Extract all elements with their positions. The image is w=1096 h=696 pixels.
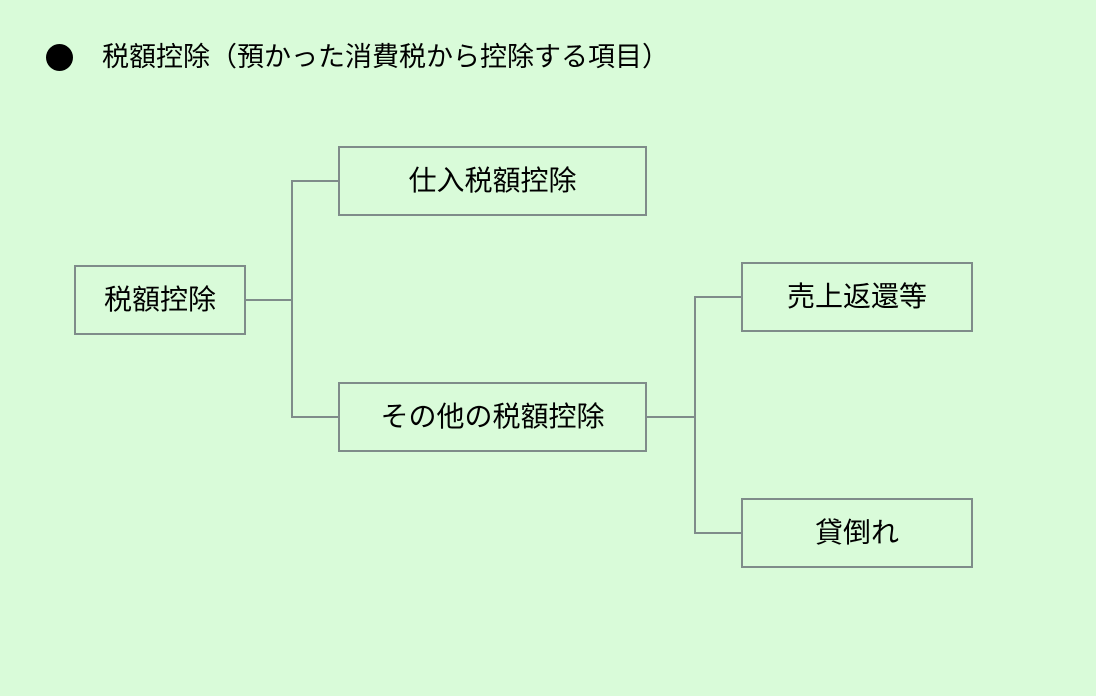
filled-circle-bullet-icon <box>46 43 73 71</box>
page-title: 税額控除（預かった消費税から控除する項目） <box>46 36 669 78</box>
node-other-tax-credit-label: その他の税額控除 <box>380 401 605 432</box>
node-bad-debt-label: 貸倒れ <box>814 517 899 548</box>
node-purchase-tax-credit: 仕入税額控除 <box>338 146 647 216</box>
connector-right-trunk <box>694 296 696 534</box>
node-purchase-tax-credit-label: 仕入税額控除 <box>408 165 577 196</box>
connector-other-stub <box>646 416 696 418</box>
node-tax-credit-root: 税額控除 <box>74 265 246 335</box>
page-title-text: 税額控除（預かった消費税から控除する項目） <box>102 41 669 72</box>
connector-left-trunk <box>291 180 293 418</box>
connector-to-other-tax-credit <box>291 416 339 418</box>
connector-to-sales-return <box>694 296 742 298</box>
node-sales-return-label: 売上返還等 <box>786 281 927 312</box>
connector-to-bad-debt <box>694 532 742 534</box>
node-other-tax-credit: その他の税額控除 <box>338 382 647 452</box>
node-tax-credit-root-label: 税額控除 <box>103 284 216 315</box>
node-sales-return: 売上返還等 <box>741 262 973 332</box>
connector-root-stub <box>246 299 293 301</box>
connector-to-purchase-tax-credit <box>291 180 339 182</box>
node-bad-debt: 貸倒れ <box>741 498 973 568</box>
